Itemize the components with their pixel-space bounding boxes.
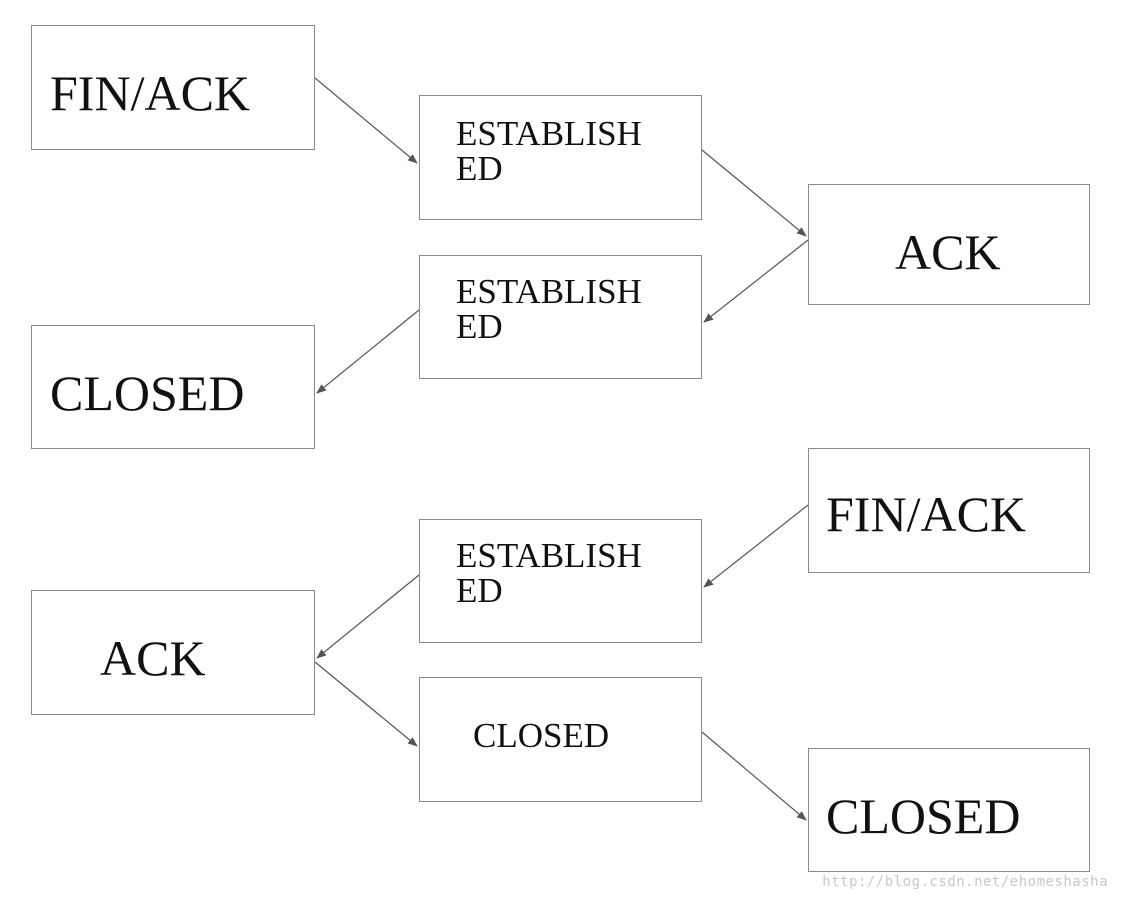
state-box-closed: CLOSED	[419, 677, 702, 802]
state-label: ESTABLISH ED	[456, 538, 642, 608]
edge-n3-n4	[703, 239, 809, 323]
state-box-closed: CLOSED	[808, 748, 1090, 872]
state-box-fin-ack: FIN/ACK	[31, 25, 315, 150]
edge-n8-n9	[314, 661, 418, 747]
state-label: FIN/ACK	[826, 486, 1027, 542]
watermark-text: http://blog.csdn.net/ehomeshasha	[822, 874, 1108, 890]
state-box-ack: ACK	[31, 590, 315, 715]
state-box-fin-ack: FIN/ACK	[808, 448, 1090, 573]
state-box-established: ESTABLISH ED	[419, 255, 702, 379]
state-label-line-1: ESTABLISH	[456, 114, 642, 153]
state-label-line-2: ED	[456, 307, 503, 346]
state-box-established: ESTABLISH ED	[419, 519, 702, 643]
state-label: FIN/ACK	[50, 65, 251, 121]
state-box-established: ESTABLISH ED	[419, 95, 702, 220]
state-label: CLOSED	[50, 365, 245, 421]
state-label-line-1: ESTABLISH	[456, 536, 642, 575]
state-label: ACK	[100, 630, 206, 686]
edge-n2-n3	[701, 149, 807, 237]
state-label-line-2: ED	[456, 571, 503, 610]
state-label: ESTABLISH ED	[456, 274, 642, 344]
edge-n6-n7	[703, 504, 809, 588]
edge-n4-n5	[316, 309, 420, 394]
state-label-line-1: ESTABLISH	[456, 272, 642, 311]
edge-n7-n8	[316, 574, 420, 659]
state-label: ESTABLISH ED	[456, 116, 642, 186]
state-box-ack: ACK	[808, 184, 1090, 305]
state-label: ACK	[895, 224, 1001, 280]
state-label-line-2: ED	[456, 149, 503, 188]
state-label: CLOSED	[826, 788, 1021, 844]
state-box-closed: CLOSED	[31, 325, 315, 449]
edge-n9-n10	[701, 731, 807, 821]
edge-n1-n2	[314, 77, 418, 164]
state-label: CLOSED	[473, 716, 610, 755]
